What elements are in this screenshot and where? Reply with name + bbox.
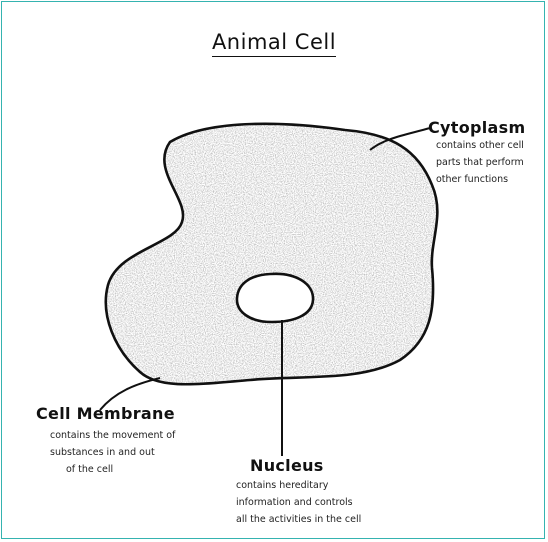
cell-membrane-label: Cell Membrane contains the movement of s… [36, 404, 175, 478]
nucleus-shape [237, 274, 313, 322]
cytoplasm-description: contains other cell parts that perform o… [436, 137, 525, 188]
cytoplasm-label: Cytoplasm contains other cell parts that… [428, 118, 525, 188]
nucleus-label: Nucleus contains hereditary information … [250, 456, 361, 528]
cell-membrane-description: contains the movement of substances in a… [50, 427, 175, 478]
cytoplasm-name: Cytoplasm [428, 118, 525, 137]
cell-membrane-name: Cell Membrane [36, 404, 175, 423]
nucleus-name: Nucleus [250, 456, 361, 475]
cytoplasm-region [106, 124, 438, 384]
nucleus-description: contains hereditary information and cont… [236, 477, 361, 528]
diagram-title: Animal Cell [0, 30, 548, 54]
